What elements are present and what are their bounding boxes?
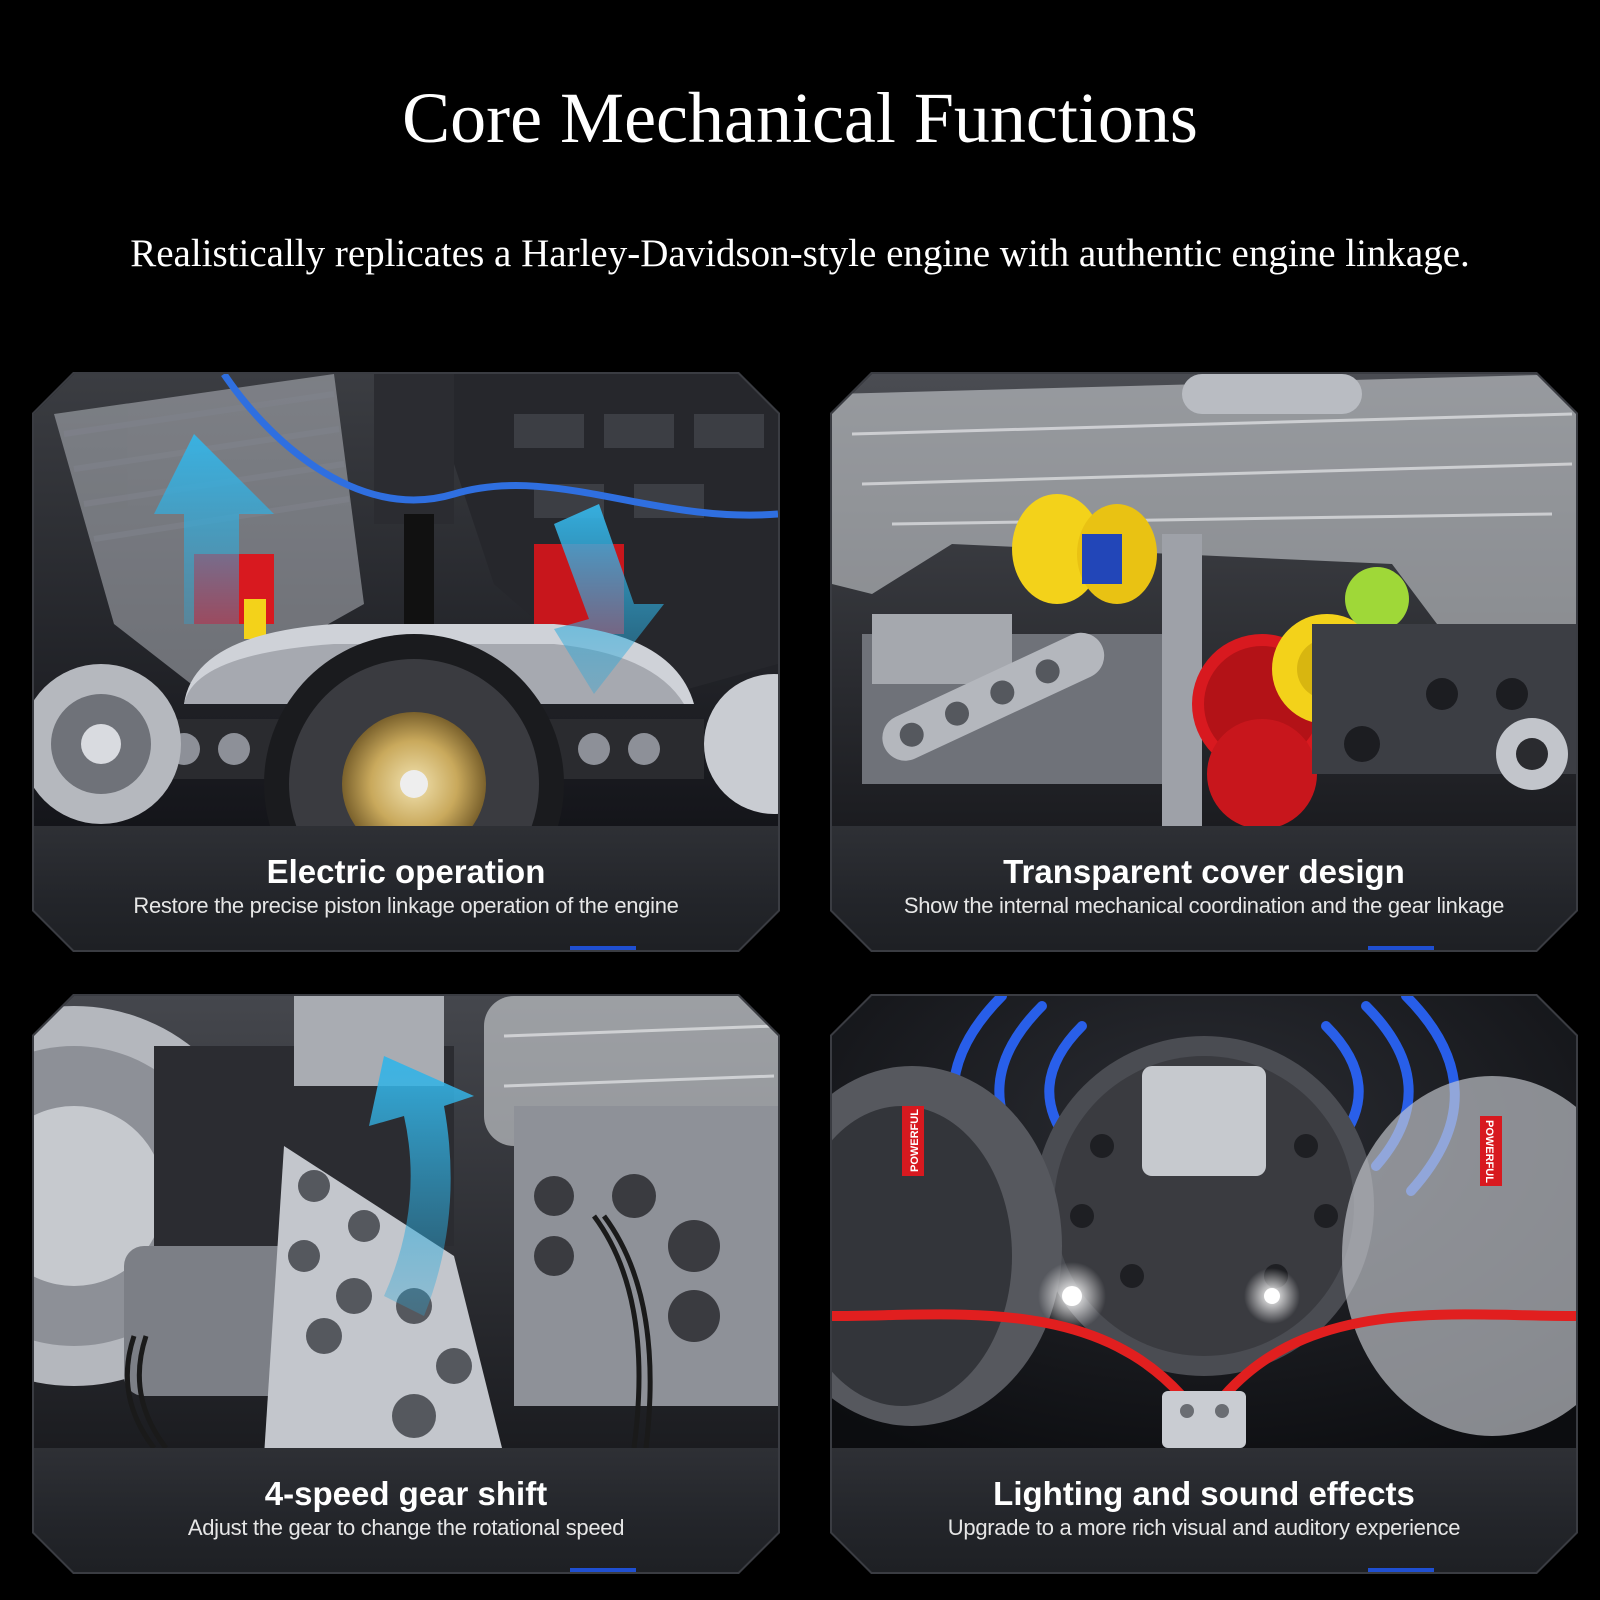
card-title: Electric operation [266,853,546,890]
card-title: Transparent cover design [1003,853,1405,890]
card-title: 4-speed gear shift [264,1475,548,1512]
gear-shift-illustration [34,996,778,1448]
feature-card-transparent-cover: Transparent cover design Show the intern… [832,374,1576,950]
card-caption: Electric operation Restore the precise p… [34,826,778,950]
arrow-down-icon [554,504,664,694]
badge-text: POWERFUL [1483,1120,1495,1183]
card-caption: Transparent cover design Show the intern… [832,826,1576,950]
accent-bar [1368,1568,1434,1572]
powerful-badge-left: POWERFUL [902,1106,924,1176]
page-title: Core Mechanical Functions [402,78,1198,158]
card-description: Adjust the gear to change the rotational… [187,1515,625,1540]
card-caption: Lighting and sound effects Upgrade to a … [832,1448,1576,1572]
card-description: Restore the precise piston linkage opera… [133,893,679,918]
feature-card-gear-shift: 4-speed gear shift Adjust the gear to ch… [34,996,778,1572]
card-description: Upgrade to a more rich visual and audito… [947,1515,1461,1540]
card-title: Lighting and sound effects [993,1475,1415,1512]
card-description: Show the internal mechanical coordinatio… [903,893,1505,918]
green-gear-icon [1345,567,1409,631]
arrow-curved-up-icon [369,1056,474,1316]
powerful-badge-right: POWERFUL [1480,1116,1502,1186]
arrow-up-icon [154,434,274,624]
badge-text: POWERFUL [909,1109,921,1172]
accent-bar [570,946,636,950]
feature-card-lighting-sound: POWERFUL POWERFUL Lighting and sound eff… [832,996,1576,1572]
gear-linkage-illustration [832,374,1576,826]
feature-card-electric-operation: Electric operation Restore the precise p… [34,374,778,950]
lighting-sound-illustration: POWERFUL POWERFUL [832,996,1576,1448]
page-subtitle: Realistically replicates a Harley-Davids… [130,232,1470,275]
card-caption: 4-speed gear shift Adjust the gear to ch… [34,1448,778,1572]
accent-bar [1368,946,1434,950]
accent-bar [570,1568,636,1572]
engine-piston-illustration [34,374,778,826]
